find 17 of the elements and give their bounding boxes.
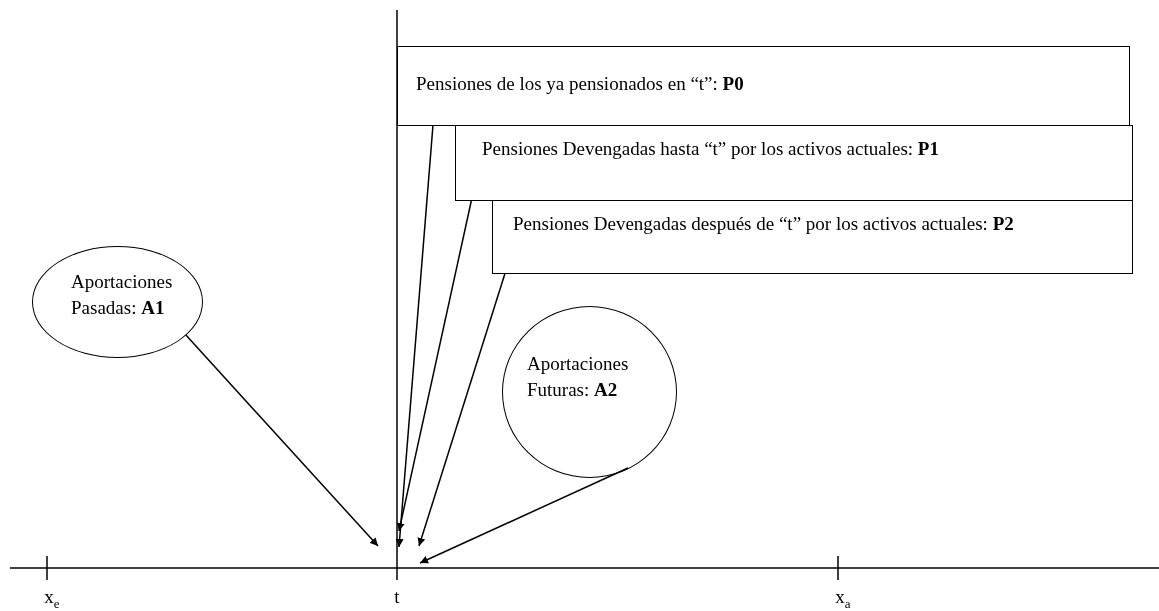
node-text: Pensiones Devengadas después de “t” por los activos actuales: P2 xyxy=(513,212,1014,236)
arrow xyxy=(395,125,434,548)
axis-label: x$_{a}$ xyxy=(835,586,851,611)
arrow xyxy=(396,200,472,532)
text-box xyxy=(397,46,1130,126)
arrow xyxy=(419,467,629,564)
axis-label: x$_{e}$ xyxy=(44,586,60,611)
arrow xyxy=(417,273,506,547)
text-box xyxy=(492,200,1133,274)
node-text: Aportaciones Pasadas: A1 xyxy=(71,270,173,320)
axis-label: t xyxy=(394,586,400,608)
node-text: Aportaciones Futuras: A2 xyxy=(527,352,630,402)
time-axis xyxy=(9,555,1159,581)
text-box xyxy=(455,125,1133,201)
node-text: Pensiones de los ya pensionados en “t”: P0 xyxy=(416,72,744,96)
node-text: Pensiones Devengadas hasta “t” por los activos actuales: P1 xyxy=(482,137,939,161)
arrow xyxy=(185,334,379,547)
